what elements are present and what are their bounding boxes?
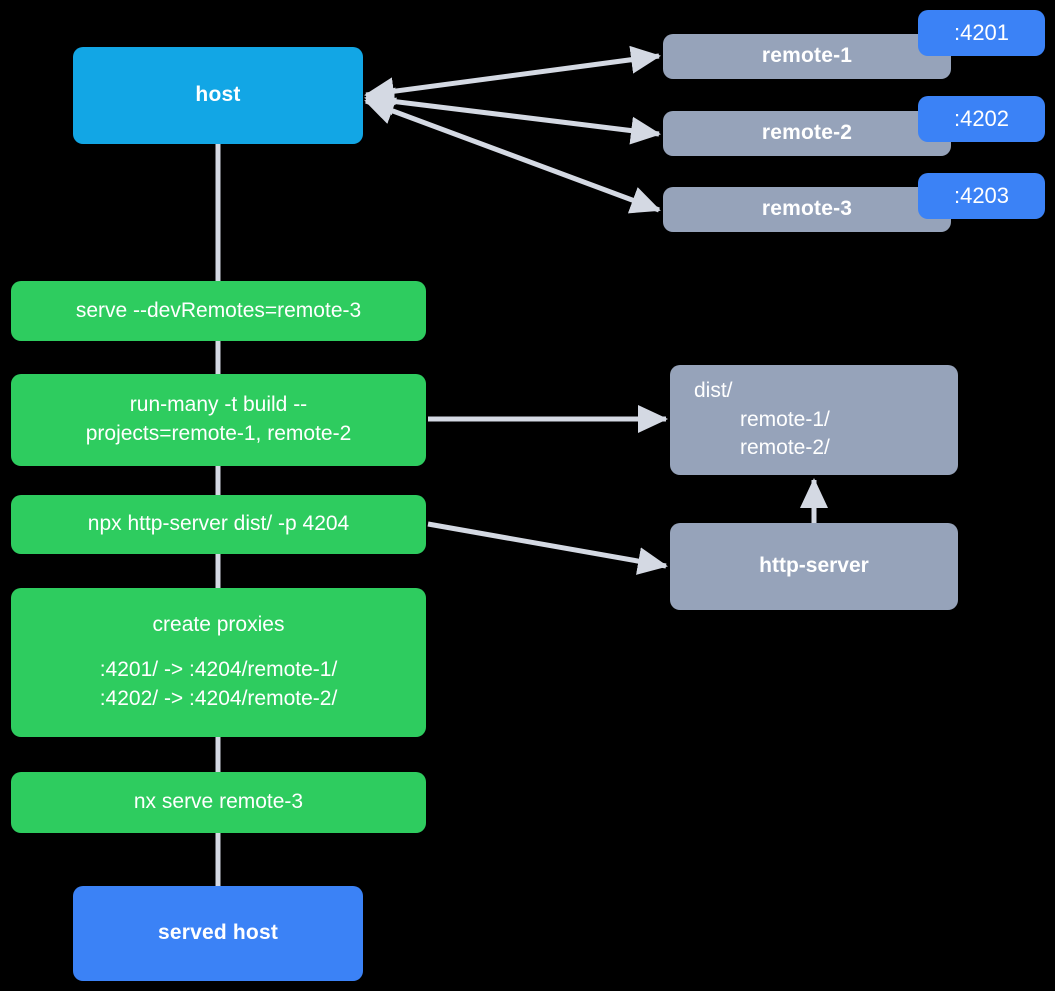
node-remote-2-label: remote-2: [761, 121, 853, 145]
command-create-proxies-line1: create proxies: [152, 613, 285, 637]
command-serve-devremotes-line1: serve --devRemotes=remote-3: [75, 298, 362, 322]
command-nx-serve-remote-3[interactable]: nx serve remote-3: [11, 772, 426, 833]
badge-remote-3-port[interactable]: :4203: [918, 173, 1045, 219]
node-remote-3-label: remote-3: [761, 197, 853, 221]
node-served-host-label: served host: [157, 921, 279, 945]
node-host-label: host: [195, 83, 241, 107]
node-dist-folder-line2: remote-1/: [740, 407, 830, 431]
node-http-server-label: http-server: [759, 554, 869, 578]
command-run-many-build-line2: projects=remote-1, remote-2: [85, 422, 352, 445]
node-dist-folder-line3: remote-2/: [740, 436, 830, 460]
badge-remote-3-port-label: :4203: [953, 183, 1010, 208]
edge-host-remote-1: [364, 45, 661, 106]
command-npx-http-server-line1: npx http-server dist/ -p 4204: [87, 512, 350, 536]
node-remote-1-label: remote-1: [761, 44, 853, 68]
badge-remote-2-port[interactable]: :4202: [918, 96, 1045, 142]
command-run-many-build-line1: run-many -t build --: [129, 393, 308, 417]
node-remote-3[interactable]: remote-3: [663, 187, 951, 232]
command-npx-http-server[interactable]: npx http-server dist/ -p 4204: [11, 495, 426, 554]
command-run-many-build[interactable]: run-many -t build -- projects=remote-1, …: [11, 374, 426, 466]
command-create-proxies[interactable]: create proxies :4201/ -> :4204/remote-1/…: [11, 588, 426, 737]
badge-remote-1-port[interactable]: :4201: [918, 10, 1045, 56]
command-create-proxies-line2: :4201/ -> :4204/remote-1/: [99, 658, 338, 682]
edge-npx-httpserver: [427, 521, 668, 575]
node-http-server[interactable]: http-server: [670, 523, 958, 610]
badge-remote-2-port-label: :4202: [953, 106, 1010, 131]
node-dist-folder-line1: dist/: [694, 378, 733, 402]
command-nx-serve-remote-3-line1: nx serve remote-3: [133, 790, 304, 814]
command-create-proxies-line3: :4202/ -> :4204/remote-2/: [99, 686, 338, 710]
node-dist-folder[interactable]: dist/ remote-1/ remote-2/: [670, 365, 958, 475]
node-host[interactable]: host: [73, 47, 363, 144]
edge-host-remote-3: [364, 97, 661, 214]
node-served-host[interactable]: served host: [73, 886, 363, 981]
node-remote-2[interactable]: remote-2: [663, 111, 951, 156]
badge-remote-1-port-label: :4201: [953, 20, 1010, 45]
command-serve-devremotes[interactable]: serve --devRemotes=remote-3: [11, 281, 426, 341]
node-remote-1[interactable]: remote-1: [663, 34, 951, 79]
edge-host-remote-2: [364, 87, 661, 145]
